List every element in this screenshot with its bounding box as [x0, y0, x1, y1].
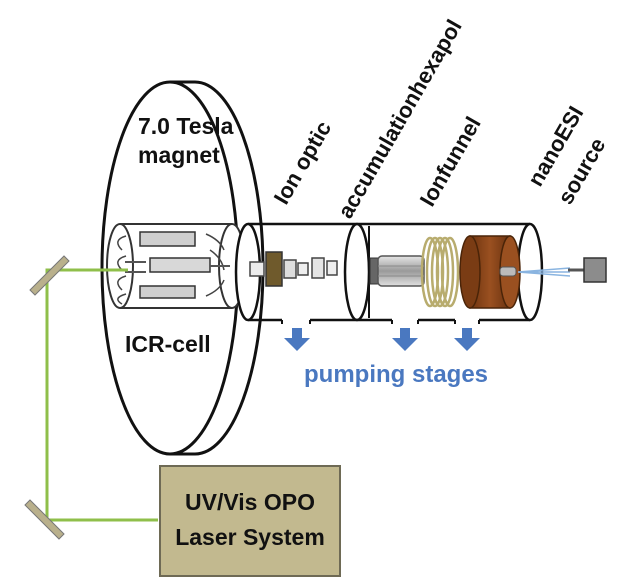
nanoesi-source	[517, 257, 607, 283]
icr-plate-bottom	[139, 285, 196, 299]
down-arrow-icon	[454, 328, 480, 351]
ion-optic-assembly	[249, 251, 338, 287]
ion-funnel-body	[459, 235, 521, 309]
accumulation-hexapole	[369, 255, 425, 287]
icr-cell	[106, 223, 246, 309]
pumping-stages-label: pumping stages	[304, 361, 488, 388]
laser-system-box: UV/Vis OPO Laser System	[159, 465, 341, 577]
magnet-label-line2: magnet	[138, 142, 220, 168]
ionfunnel-label: Ionfunnel	[415, 112, 486, 210]
down-arrow-icon	[284, 328, 310, 351]
stage-wall-1	[343, 222, 371, 322]
mirror-icon	[29, 255, 70, 296]
magnet-label-line1: 7.0 Tesla	[138, 113, 234, 139]
ion-optic-lens	[265, 251, 283, 287]
icr-cell-left-end	[106, 223, 134, 309]
ion-funnel-rings	[420, 236, 460, 308]
mirror-icon	[24, 499, 65, 540]
hexapole-rods	[377, 255, 425, 287]
laser-label-line2: Laser System	[175, 524, 325, 550]
icr-plate-top	[139, 231, 196, 247]
laser-beam	[45, 268, 158, 522]
pumping-arrows	[284, 328, 480, 351]
ion-optic-label: Ion optic	[269, 117, 336, 209]
icr-cell-label: ICR-cell	[125, 331, 211, 357]
laser-label-line1: UV/Vis OPO	[185, 489, 315, 515]
icr-plate-mid	[149, 257, 211, 273]
nanoesi-emitter	[583, 257, 607, 283]
down-arrow-icon	[392, 328, 418, 351]
